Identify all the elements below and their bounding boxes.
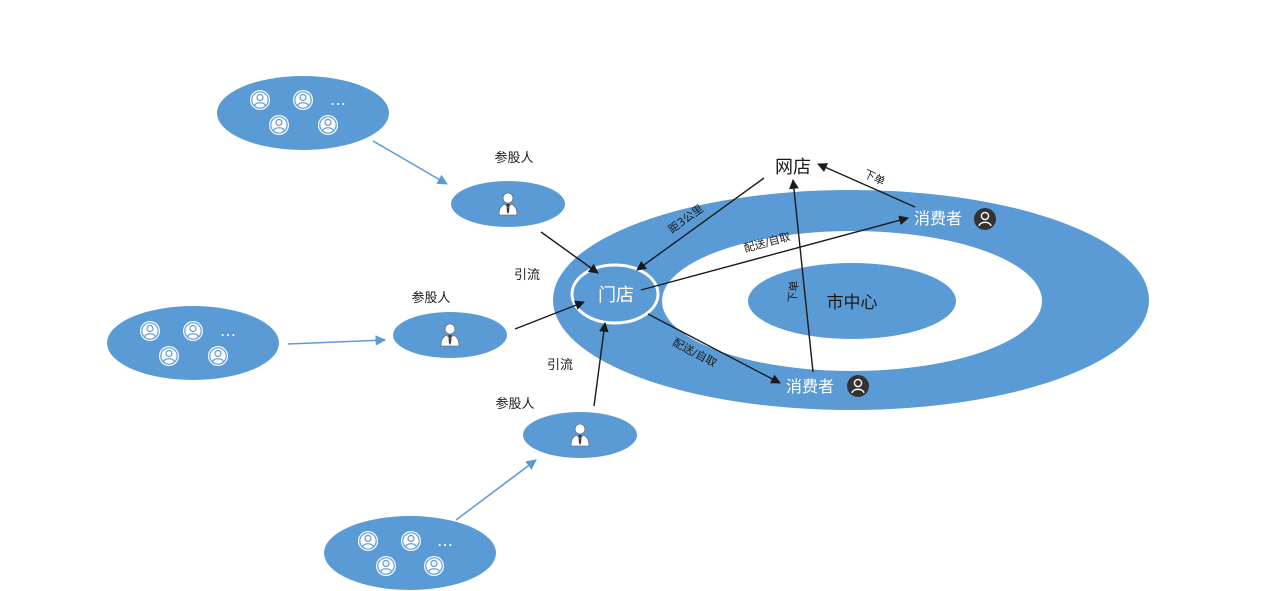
user-group-3 [324,516,496,590]
consumer-bottom-to-online-store-arrow [789,179,814,373]
group-3-to-partner-arrow [455,459,537,521]
user-circle-icon [357,530,379,552]
group-3-ellipsis: … [437,531,453,550]
consumer-bottom-label: 消费者 [786,377,834,396]
partner-1-to-store-arrow [540,231,599,274]
user-circle-icon [400,530,422,552]
partner-2-to-store-arrow [514,300,585,330]
user-circle-icon [182,320,204,342]
user-circle-icon [207,345,229,367]
traffic-label-1: 引流 [514,268,540,283]
consumer-top-to-online-store-arrow [817,163,916,208]
consumer-top-label: 消费者 [914,209,962,228]
user-circle-icon [292,89,314,111]
city-center-label: 市中心 [827,293,878,313]
user-circle-icon [375,555,397,577]
order-label-mid: 下单 [786,280,801,303]
store-to-consumer-bottom-arrow [647,313,781,384]
online-store-label: 网店 [775,157,811,178]
user-circle-icon [158,345,180,367]
user-circle-dark-icon [846,374,870,398]
user-group-2 [107,306,279,380]
user-circle-dark-icon [973,207,997,231]
user-circle-icon [139,320,161,342]
store-to-consumer-top-arrow [640,215,909,291]
user-circle-icon [268,114,290,136]
group-2-ellipsis: … [220,321,236,340]
city-center-ellipse [748,263,956,339]
user-circle-icon [317,114,339,136]
partner-label-2: 参股人 [411,290,450,306]
store-node [570,263,660,325]
traffic-label-2: 引流 [547,358,573,373]
user-group-1 [217,76,389,150]
user-circle-icon [423,555,445,577]
partner-label-3: 参股人 [495,396,534,412]
partner-3-to-store-arrow [593,322,609,407]
partner-label-1: 参股人 [494,150,533,166]
online-store-to-store-arrow [636,177,765,271]
group-1-to-partner-arrow [372,140,448,185]
group-1-ellipsis: … [330,90,346,109]
group-2-to-partner-arrow [287,335,387,346]
user-circle-icon [249,89,271,111]
store-label: 门店 [598,285,634,306]
